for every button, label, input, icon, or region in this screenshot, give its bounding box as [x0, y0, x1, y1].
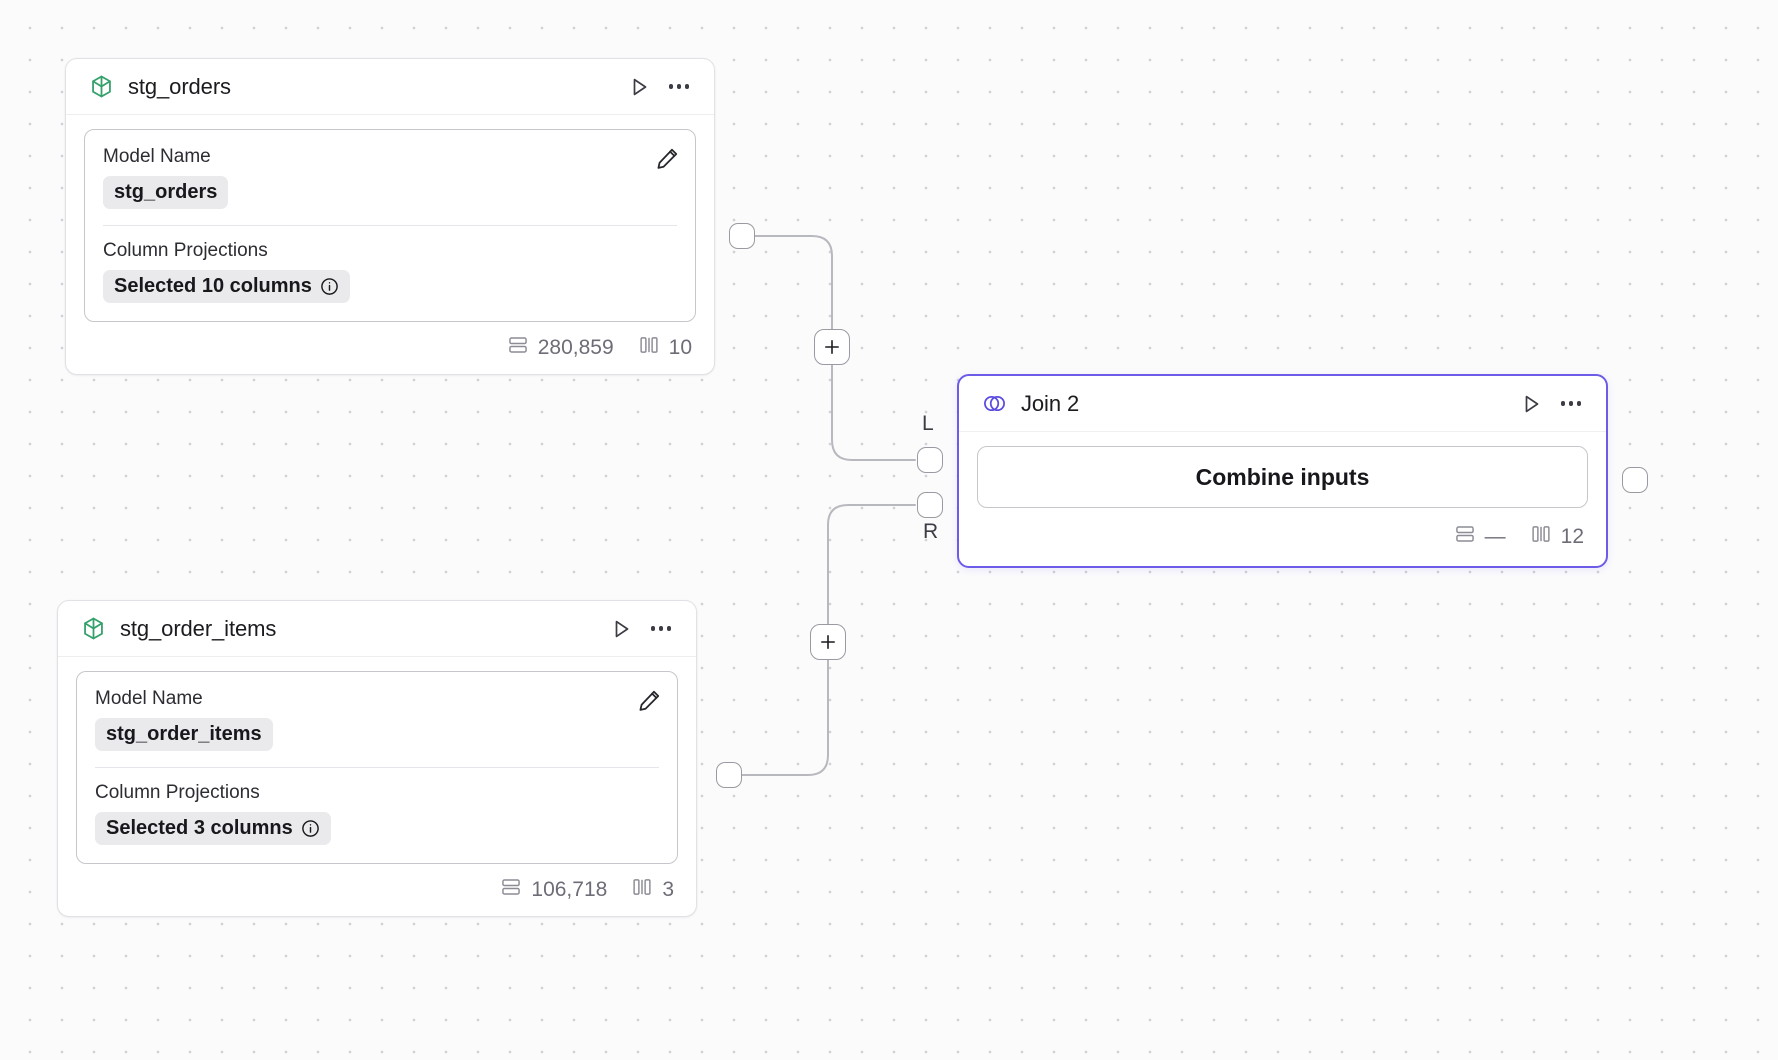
column-projections-value[interactable]: Selected 10 columns [103, 270, 350, 303]
model-name-label: Model Name [103, 146, 211, 167]
edit-pencil-icon[interactable] [635, 686, 663, 714]
node-footer: 280,859 10 [66, 322, 714, 374]
dots [1561, 401, 1581, 406]
node-title: Join 2 [1021, 390, 1080, 416]
model-name-label: Model Name [95, 688, 203, 709]
run-icon[interactable] [1516, 389, 1546, 419]
columns-icon [1530, 523, 1552, 551]
column-count-stat: 10 [638, 334, 692, 362]
node-stg-orders[interactable]: stg_orders Model Name stg_ [65, 58, 715, 375]
node-header: stg_order_items [58, 601, 696, 657]
row-count-stat: — [1454, 523, 1506, 551]
input-handle-join-right[interactable] [917, 492, 943, 518]
cube-icon [80, 616, 106, 642]
input-handle-left-label: L [922, 412, 934, 435]
node-header: stg_orders [66, 59, 714, 115]
more-options-icon[interactable] [646, 614, 676, 644]
more-options-icon[interactable] [1556, 389, 1586, 419]
column-projections-label: Column Projections [103, 240, 268, 261]
node-stg-order-items[interactable]: stg_order_items Model Name [57, 600, 697, 917]
chip-text: Selected 10 columns [114, 275, 312, 297]
divider [103, 225, 677, 226]
node-header: Join 2 [959, 376, 1606, 432]
output-handle-join-2[interactable] [1622, 467, 1648, 493]
column-count-stat: 3 [631, 876, 674, 904]
node-body: Combine inputs [959, 432, 1606, 508]
rows-icon [1454, 523, 1476, 551]
chip-text: Selected 3 columns [106, 817, 293, 839]
dots [669, 84, 689, 89]
info-icon[interactable] [320, 277, 339, 296]
edit-pencil-icon[interactable] [653, 144, 681, 172]
column-projections-value[interactable]: Selected 3 columns [95, 812, 331, 845]
divider [95, 767, 659, 768]
node-title: stg_order_items [120, 615, 277, 641]
node-title: stg_orders [128, 73, 231, 99]
run-icon[interactable] [624, 72, 654, 102]
node-body: Model Name stg_order_items Column Projec… [58, 657, 696, 864]
combine-inputs-button[interactable]: Combine inputs [977, 446, 1588, 508]
row-count-value: 280,859 [537, 336, 614, 359]
row-count-value: — [1484, 525, 1506, 548]
output-handle-stg-order-items[interactable] [716, 762, 742, 788]
node-body: Model Name stg_orders Column Projections… [66, 115, 714, 322]
model-name-value[interactable]: stg_orders [103, 176, 229, 209]
venn-icon [981, 391, 1007, 417]
add-node-button-upper-edge[interactable] [814, 329, 850, 365]
column-count-value: 12 [1560, 525, 1584, 548]
rows-icon [507, 334, 529, 362]
columns-icon [631, 876, 653, 904]
column-count-stat: 12 [1530, 523, 1584, 551]
input-handle-join-left[interactable] [917, 447, 943, 473]
config-panel: Model Name stg_orders Column Projections… [84, 129, 696, 322]
rows-icon [500, 876, 522, 904]
row-count-value: 106,718 [531, 878, 608, 901]
row-count-stat: 280,859 [507, 334, 614, 362]
add-node-button-lower-edge[interactable] [810, 624, 846, 660]
column-projections-label: Column Projections [95, 782, 260, 803]
more-options-icon[interactable] [664, 72, 694, 102]
node-footer: — 12 [959, 508, 1606, 566]
column-count-value: 3 [662, 878, 674, 901]
node-join-2[interactable]: Join 2 Combine inputs [957, 374, 1608, 568]
columns-icon [638, 334, 660, 362]
input-handle-right-label: R [923, 520, 939, 543]
row-count-stat: 106,718 [500, 876, 607, 904]
cube-icon [88, 74, 114, 100]
output-handle-stg-orders[interactable] [729, 223, 755, 249]
run-icon[interactable] [606, 614, 636, 644]
config-panel: Model Name stg_order_items Column Projec… [76, 671, 678, 864]
info-icon[interactable] [301, 819, 320, 838]
column-count-value: 10 [668, 336, 692, 359]
dots [651, 626, 671, 631]
model-name-value[interactable]: stg_order_items [95, 718, 273, 751]
node-footer: 106,718 3 [58, 864, 696, 916]
